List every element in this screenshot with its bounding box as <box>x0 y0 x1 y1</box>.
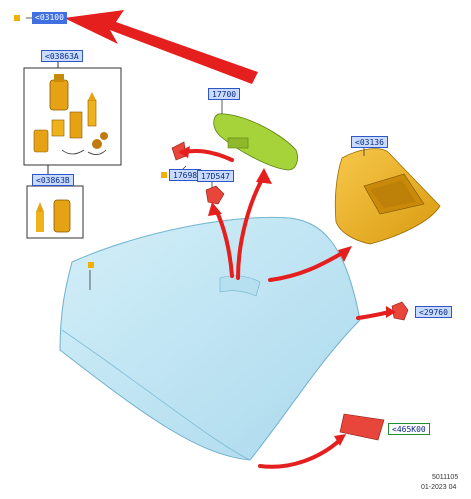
windshield-glass <box>59 217 361 461</box>
label-sensor[interactable]: 17D547 <box>197 170 234 182</box>
main-pointer-arrow <box>64 10 258 84</box>
label-mirror[interactable]: 17700 <box>208 88 241 100</box>
label-patch[interactable]: <465K00 <box>388 423 430 435</box>
bracket-icon <box>391 301 409 321</box>
glass-marker <box>88 262 94 268</box>
adhesive-kit-b-icon <box>36 199 71 233</box>
label-cover[interactable]: <03136 <box>351 136 388 148</box>
footer-date: 01-2023 04 <box>421 484 457 491</box>
mirror-cover-icon <box>334 148 441 245</box>
rear-view-mirror-icon <box>213 113 298 171</box>
clip-marker <box>161 172 167 178</box>
label-bracket[interactable]: <29760 <box>415 306 452 318</box>
patch-icon <box>339 413 385 441</box>
adhesive-kit-a-icon <box>33 74 108 155</box>
rain-sensor-icon <box>205 185 225 205</box>
main-marker <box>14 15 20 21</box>
arrowheads <box>178 146 396 446</box>
label-main[interactable]: <03100 <box>32 12 67 24</box>
label-kit-a[interactable]: <03863A <box>41 50 83 62</box>
label-kit-b[interactable]: <03863B <box>32 174 74 186</box>
footer-ref: 5011105 <box>432 474 459 481</box>
